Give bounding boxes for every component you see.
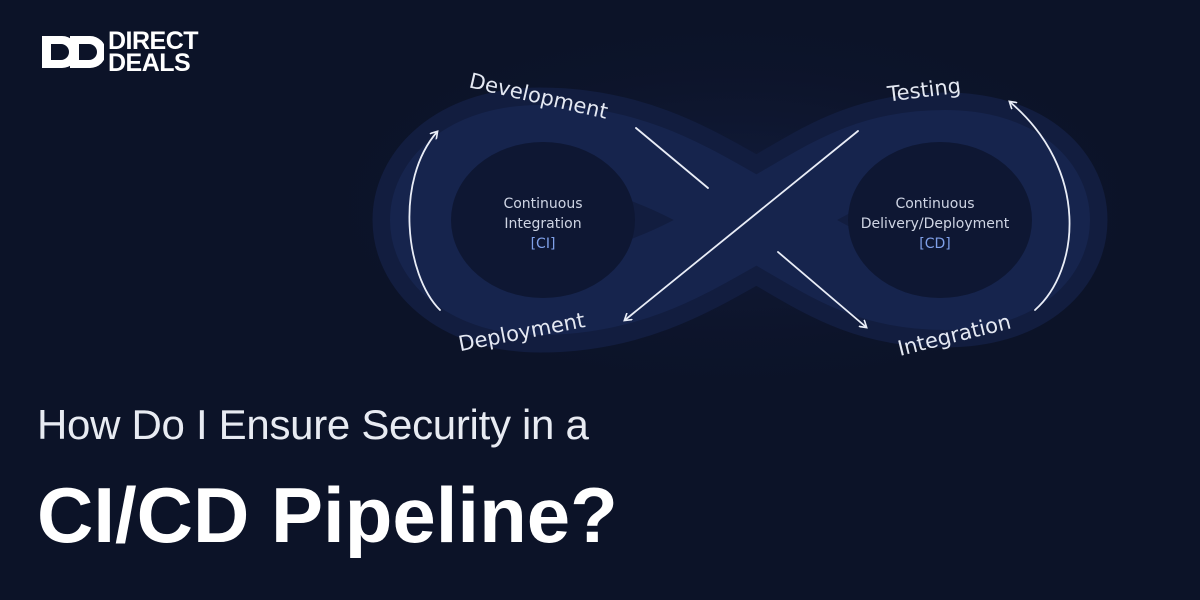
cd-caption-abbr: [CD] bbox=[919, 236, 950, 252]
infinity-loop bbox=[372, 87, 1108, 353]
ci-caption-line2: Integration bbox=[504, 216, 581, 232]
cd-center-caption: Continuous Delivery/Deployment [CD] bbox=[861, 196, 1010, 252]
cd-loop-center bbox=[848, 142, 1032, 298]
logo-dd-mark bbox=[42, 36, 104, 68]
ci-caption-line1: Continuous bbox=[503, 196, 582, 212]
headline-line2: CI/CD Pipeline? bbox=[37, 471, 618, 559]
headline-line1: How Do I Ensure Security in a bbox=[37, 401, 589, 448]
arc-arrow-right bbox=[1010, 102, 1071, 311]
ci-center-caption: Continuous Integration [CI] bbox=[503, 196, 582, 252]
diagonal-arrow-lower bbox=[777, 251, 866, 327]
arc-arrow-left bbox=[408, 132, 441, 311]
flow-arrows bbox=[408, 102, 1071, 327]
cd-caption-line1: Continuous bbox=[895, 196, 974, 212]
diagonal-line-upper bbox=[635, 127, 709, 189]
diagonal-arrow-long bbox=[625, 130, 859, 320]
cd-caption-line2: Delivery/Deployment bbox=[861, 216, 1010, 232]
logo-text-line2: DEALS bbox=[108, 49, 191, 77]
logo-text-line1: DIRECT bbox=[108, 27, 199, 55]
direct-deals-logo[interactable]: DIRECT DEALS bbox=[40, 27, 199, 77]
ci-caption-abbr: [CI] bbox=[531, 236, 556, 252]
ci-loop-center bbox=[451, 142, 635, 298]
